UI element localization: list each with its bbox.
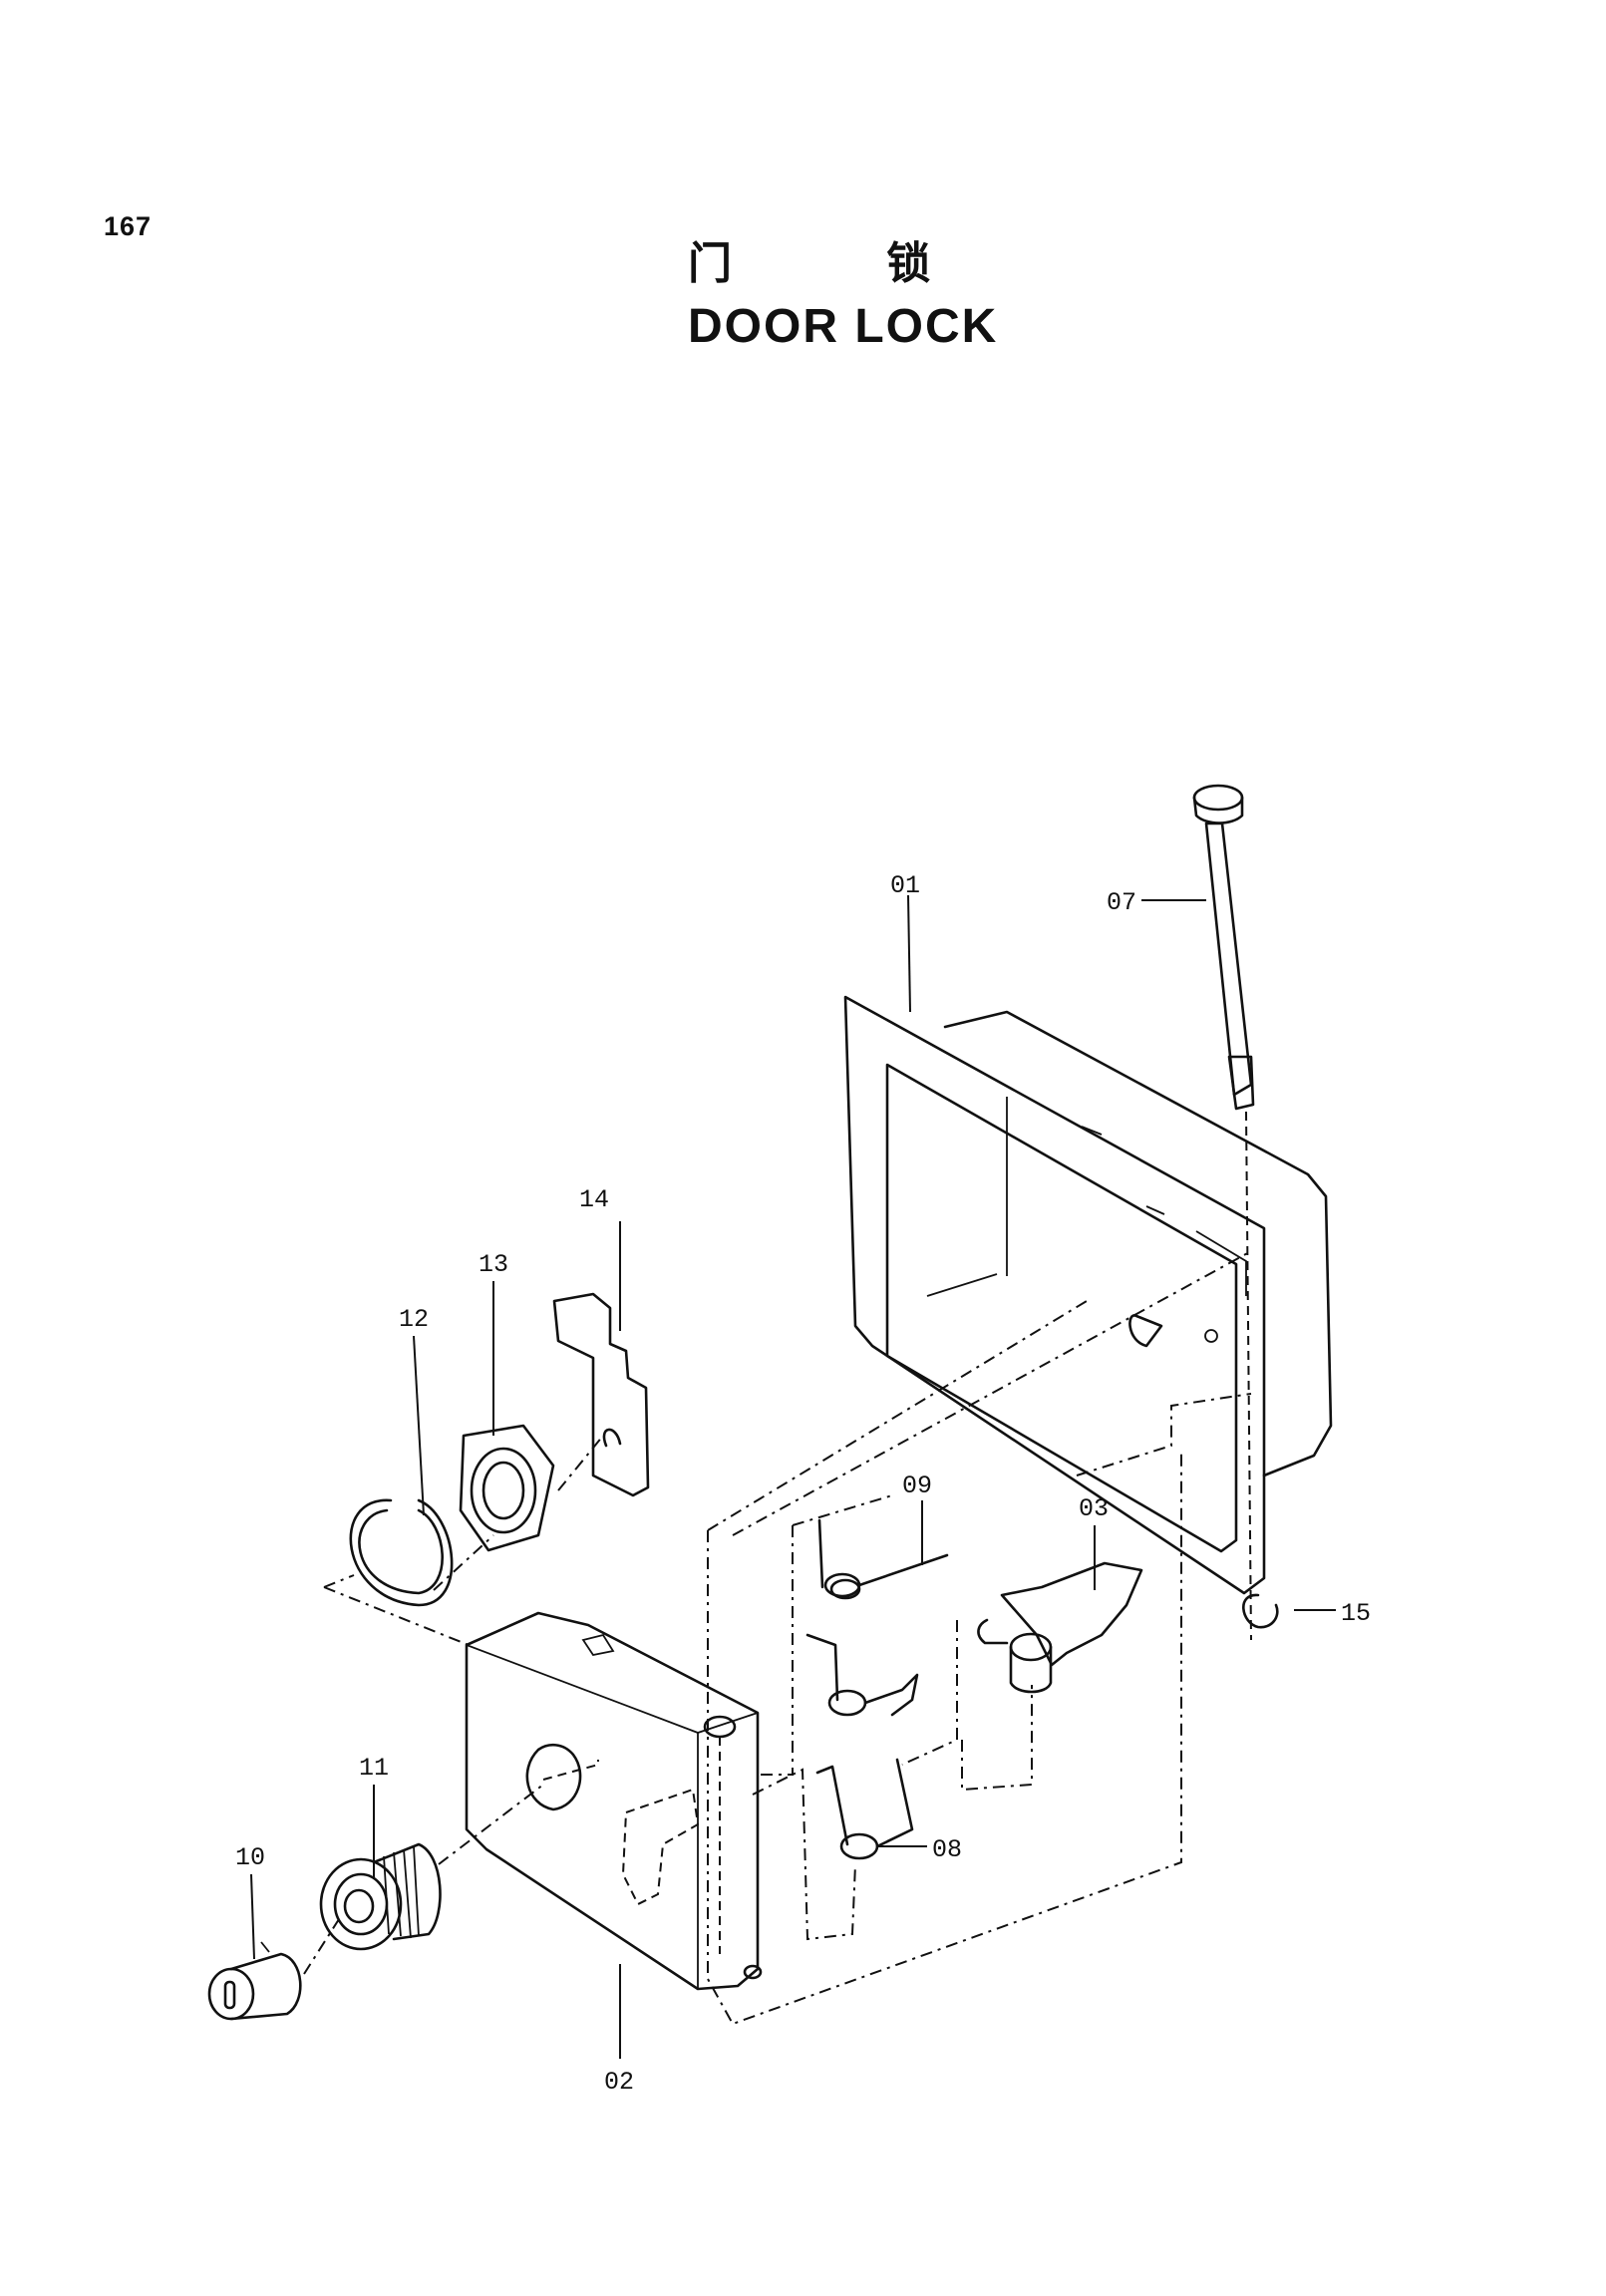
part-13-hex-nut <box>459 1424 555 1552</box>
part-11-threaded-bushing <box>319 1842 442 1951</box>
part-01-frame <box>843 995 1333 1595</box>
callout-08: 08 <box>932 1835 962 1864</box>
part-15-snap-ring <box>1242 1593 1279 1629</box>
assembly-lines <box>303 1250 1252 2026</box>
leader-lines <box>250 894 1336 2059</box>
part-07-pin <box>1192 784 1255 1111</box>
part-02-lock-body <box>465 1611 763 1991</box>
part-12-retaining-ring <box>349 1498 454 1607</box>
part-10-lock-cylinder <box>207 1941 302 2021</box>
callout-07: 07 <box>1107 888 1136 917</box>
callout-12: 12 <box>399 1305 429 1334</box>
callout-labels: 01 07 14 13 12 09 03 15 11 10 08 02 <box>235 871 1371 2097</box>
part-09-torsion-spring <box>817 1518 949 1600</box>
callout-09: 09 <box>902 1472 932 1500</box>
callout-13: 13 <box>479 1250 508 1279</box>
page-number: 167 <box>104 211 153 241</box>
callout-15: 15 <box>1341 1599 1371 1628</box>
callout-02: 02 <box>604 2068 634 2097</box>
part-14-plate <box>552 1292 650 1497</box>
title-chinese: 门 锁 <box>688 238 1001 289</box>
callout-03: 03 <box>1079 1494 1109 1523</box>
title-english: DOOR LOCK <box>688 300 999 353</box>
callout-01: 01 <box>890 871 920 900</box>
callout-11: 11 <box>359 1754 389 1783</box>
callout-10: 10 <box>235 1843 265 1872</box>
part-08-springs <box>805 1633 919 1860</box>
callout-14: 14 <box>579 1185 609 1214</box>
part-03-latch <box>977 1561 1143 1694</box>
pin-center-line <box>1245 1111 1252 1641</box>
